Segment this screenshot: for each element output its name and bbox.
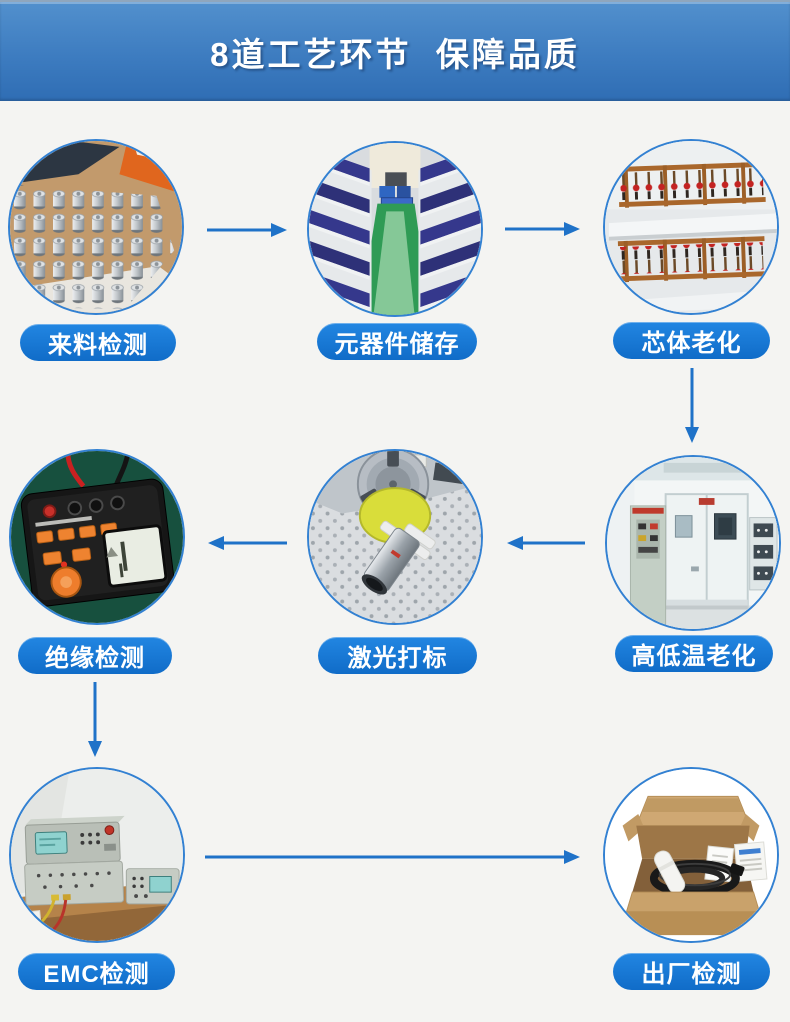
temperature-aging-photo	[607, 457, 779, 629]
arrow-emc-to-outgoing	[205, 850, 580, 864]
emc-testing-label: EMC检测	[18, 953, 175, 990]
temperature-aging-photo-circle	[605, 455, 781, 631]
arrow-core-aging-to-temperature-aging	[685, 368, 699, 443]
component-storage-label: 元器件储存	[317, 323, 477, 360]
outgoing-inspection-label: 出厂检测	[613, 953, 770, 990]
emc-testing-photo-circle	[9, 767, 185, 943]
core-aging-photo	[605, 141, 777, 313]
title-banner: 8道工艺环节 保障品质	[0, 0, 790, 101]
incoming-inspection-photo-circle	[8, 139, 184, 315]
component-storage-photo-circle	[307, 141, 483, 317]
outgoing-inspection-photo	[605, 769, 777, 941]
insulation-testing-photo-circle	[9, 449, 185, 625]
temperature-aging-label: 高低温老化	[615, 635, 773, 672]
insulation-testing-photo	[11, 451, 183, 623]
arrow-storage-to-core-aging	[505, 222, 580, 236]
insulation-testing-label: 绝缘检测	[18, 637, 172, 674]
arrow-temperature-aging-to-laser-marking	[507, 536, 585, 550]
component-storage-photo	[309, 143, 481, 315]
arrow-laser-marking-to-insulation	[208, 536, 287, 550]
laser-marking-photo	[309, 451, 481, 623]
laser-marking-label: 激光打标	[318, 637, 477, 674]
page-title: 8道工艺环节 保障品质	[210, 35, 580, 73]
incoming-inspection-label: 来料检测	[20, 324, 176, 361]
incoming-inspection-photo	[10, 141, 182, 313]
laser-marking-photo-circle	[307, 449, 483, 625]
outgoing-inspection-photo-circle	[603, 767, 779, 943]
emc-testing-photo	[11, 769, 183, 941]
arrow-insulation-to-emc	[88, 682, 102, 757]
arrow-incoming-to-storage	[207, 223, 287, 237]
core-aging-photo-circle	[603, 139, 779, 315]
core-aging-label: 芯体老化	[613, 322, 770, 359]
